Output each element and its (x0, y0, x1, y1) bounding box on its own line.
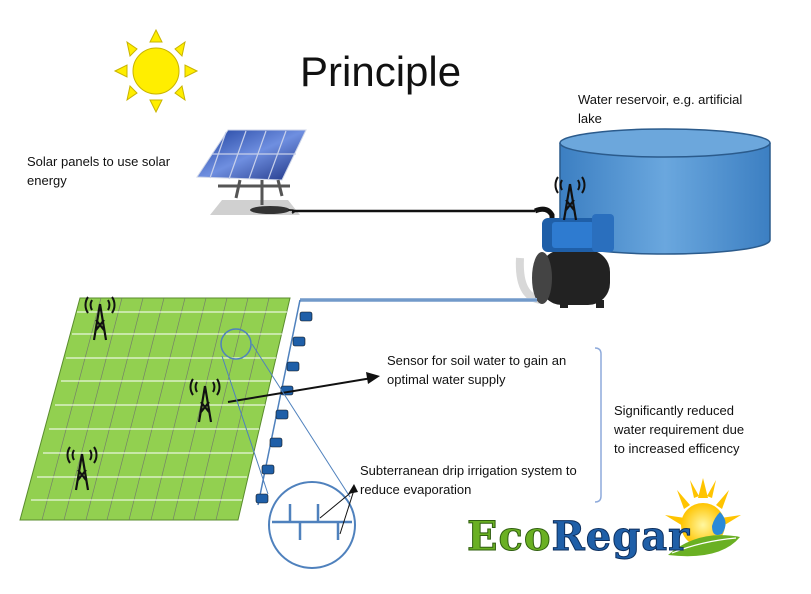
ecoregar-logo-icon (665, 478, 741, 557)
page-title: Principle (300, 48, 462, 95)
sun-icon (113, 28, 199, 114)
pump-antenna-icon (554, 176, 586, 221)
sensor-arrow (227, 377, 373, 403)
pump-inlet-hose (534, 206, 555, 228)
solar-panels-label: Solar panels to use solar energy (27, 154, 171, 188)
sensor-antenna-icon (84, 296, 116, 341)
sensor-antenna-icon (189, 378, 221, 423)
drip-detail-circle (268, 481, 356, 569)
reduced-requirement-label: Significantly reduced water requirement … (614, 403, 745, 456)
drip-irrigation-label: Subterranean drip irrigation system to r… (360, 463, 577, 497)
sensor-antenna-icon (66, 446, 98, 491)
irrigated-field (19, 297, 313, 521)
solar-panel-icon (196, 129, 307, 215)
detail-circle-small (220, 328, 252, 360)
bracket (594, 347, 602, 503)
water-pump-icon (515, 214, 614, 308)
ecoregar-logo-text: EcoRegar (467, 513, 691, 561)
logo-part-regar: Regar (551, 513, 691, 561)
logo-part-eco: Eco (467, 513, 552, 561)
reservoir-label: Water reservoir, e.g. artificial lake (578, 92, 743, 126)
sensor-label: Sensor for soil water to gain an optimal… (387, 353, 567, 387)
